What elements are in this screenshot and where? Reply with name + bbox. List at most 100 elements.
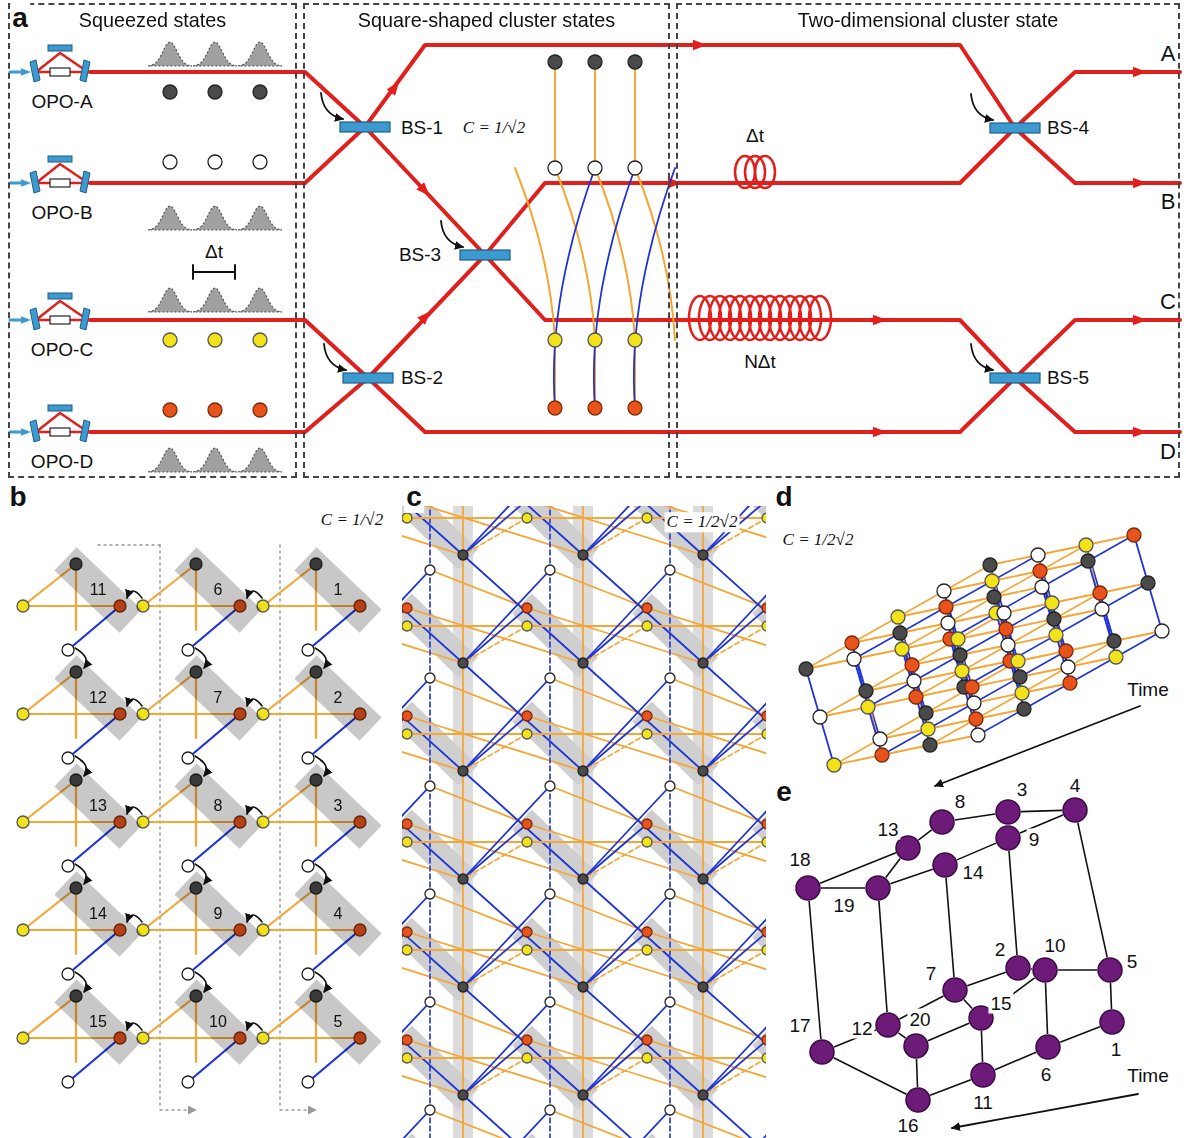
line xyxy=(583,518,647,555)
squeezed-pulse xyxy=(238,42,282,66)
mode-dot xyxy=(875,748,889,762)
line xyxy=(402,824,407,879)
mode-dot xyxy=(845,636,859,650)
line xyxy=(429,570,431,678)
arrowhead xyxy=(873,315,887,326)
graph-edge xyxy=(1009,851,1017,955)
mode-pair-band: 9 xyxy=(168,864,268,964)
mode-dot xyxy=(969,712,983,726)
mode-dot xyxy=(1081,554,1095,568)
graph-edge xyxy=(898,1033,905,1038)
callout-number: 1 xyxy=(334,582,343,598)
label-anchor: e xyxy=(774,776,794,808)
mode-dot xyxy=(665,565,675,575)
line xyxy=(703,1002,766,1095)
mode-dot xyxy=(698,766,708,776)
mode-dot xyxy=(522,711,532,721)
mode-dot xyxy=(907,674,921,688)
line xyxy=(583,932,647,987)
cluster-node: 1 xyxy=(1099,1009,1125,1035)
mode-dot xyxy=(1047,612,1061,626)
graph-edge xyxy=(1111,983,1112,1009)
mode-dot xyxy=(1049,628,1063,642)
mode-dot xyxy=(578,658,588,668)
callout-number: 12 xyxy=(89,690,107,706)
graph-edge xyxy=(916,1059,917,1087)
line xyxy=(703,786,766,879)
node-number: 3 xyxy=(1015,779,1030,800)
graph-edge xyxy=(1078,823,1107,958)
graph-edge xyxy=(928,1023,969,1041)
line xyxy=(647,824,766,879)
cluster-node: 17 xyxy=(809,1039,835,1065)
line xyxy=(1056,609,1102,635)
mode-dot xyxy=(919,706,933,720)
mode-dot xyxy=(548,401,562,415)
line xyxy=(527,517,647,519)
line xyxy=(407,949,527,951)
node-circle xyxy=(1032,957,1058,983)
line xyxy=(583,608,647,663)
mode-dot xyxy=(1063,676,1077,690)
node-number: 17 xyxy=(787,1015,812,1036)
line xyxy=(583,771,703,879)
panel-heading: Two-dimensional cluster state xyxy=(678,5,1178,32)
line xyxy=(549,894,551,1002)
mode-dot xyxy=(698,874,708,884)
line xyxy=(429,786,431,894)
cluster-node: 2 xyxy=(1005,955,1031,981)
line xyxy=(407,1040,583,1095)
line xyxy=(647,506,766,555)
line xyxy=(463,1040,527,1095)
node-number: 11 xyxy=(971,1092,995,1113)
mode-dot xyxy=(17,708,29,720)
line xyxy=(583,570,670,663)
squeezed-pulse xyxy=(193,42,237,66)
interval-bracket xyxy=(192,265,194,279)
callout-number: 14 xyxy=(89,906,107,922)
line xyxy=(703,987,766,1095)
mode-dot xyxy=(588,161,602,175)
label-anchor: OPO-C xyxy=(29,339,95,361)
line xyxy=(583,626,647,663)
mode-dot xyxy=(402,819,412,829)
line xyxy=(463,555,583,663)
mode-dot xyxy=(402,603,412,613)
mode-dot xyxy=(921,722,935,736)
label-anchor: b xyxy=(7,481,28,513)
mode-dot xyxy=(458,550,468,560)
line xyxy=(583,506,647,555)
squeezed-pulse xyxy=(193,448,237,472)
mode-dot xyxy=(642,1053,652,1063)
figure-label: OPO-A xyxy=(29,91,94,113)
cluster-node: 6 xyxy=(1035,1034,1061,1060)
callout-number: 15 xyxy=(89,1014,107,1030)
graph-edge xyxy=(967,972,1005,985)
line xyxy=(669,570,671,678)
panel-letter: c xyxy=(404,481,424,513)
cluster-node: 19 xyxy=(865,875,891,901)
rotation-arrow xyxy=(321,93,343,119)
callout-number: 7 xyxy=(214,690,223,706)
line xyxy=(670,570,766,608)
line xyxy=(463,1002,550,1095)
node-circle xyxy=(809,1039,835,1065)
label-anchor: 5 xyxy=(1125,952,1140,973)
mode-pair-band: 1 xyxy=(288,540,388,640)
mode-dot xyxy=(642,729,652,739)
mode-dot xyxy=(17,1032,29,1044)
node-number: 9 xyxy=(1027,829,1042,850)
line xyxy=(550,894,647,932)
line xyxy=(402,678,430,771)
mode-dot xyxy=(665,781,675,791)
mode-dot xyxy=(642,819,652,829)
mode-dot xyxy=(847,652,861,666)
mode-dot xyxy=(642,513,652,523)
line xyxy=(670,894,766,932)
mode-dot xyxy=(253,403,267,417)
line xyxy=(462,771,464,879)
arrowhead xyxy=(1133,427,1147,438)
node-number: 7 xyxy=(924,963,939,984)
mode-dot xyxy=(208,85,222,99)
rotation-arrow xyxy=(324,344,346,370)
